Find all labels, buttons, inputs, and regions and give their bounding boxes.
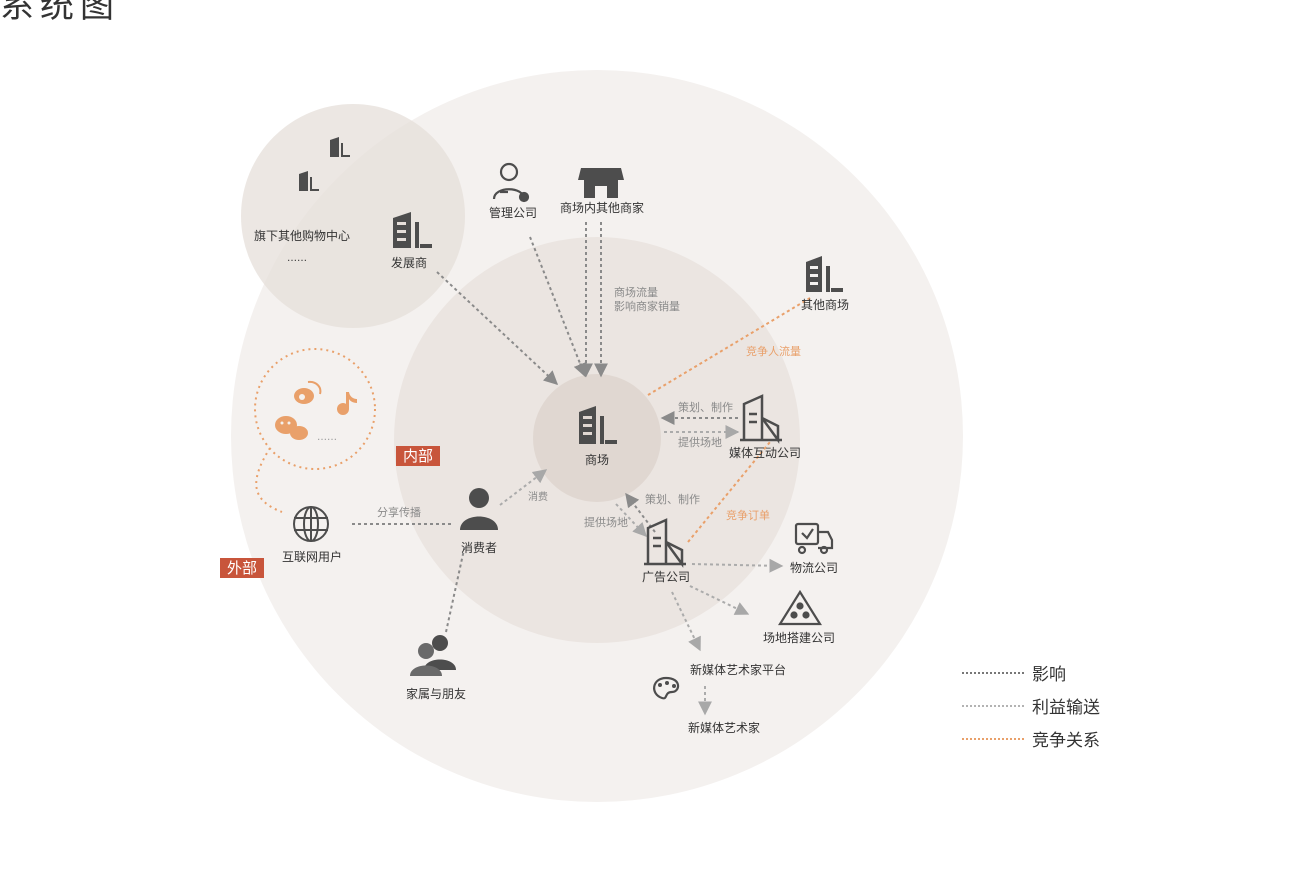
outer-tag: 外部 bbox=[220, 558, 265, 578]
media-label: 媒体互动公司 bbox=[729, 446, 801, 460]
edge-label-compete-traffic: 竞争人流量 bbox=[746, 344, 801, 358]
family-icon bbox=[410, 635, 456, 676]
edge-label-provide-venue-2: 提供场地 bbox=[584, 515, 628, 529]
legend-label: 竞争关系 bbox=[1032, 731, 1100, 751]
tiktok-icon bbox=[337, 392, 357, 415]
ad-building-icon bbox=[644, 518, 686, 568]
legend-item-competition: 竞争关系 bbox=[962, 722, 1100, 755]
manager-icon bbox=[492, 162, 530, 203]
globe-icon bbox=[293, 506, 329, 542]
venue-icon bbox=[778, 589, 822, 626]
inner-tag: 内部 bbox=[396, 446, 441, 466]
wechat-icon bbox=[275, 416, 308, 440]
social-more: …… bbox=[317, 432, 337, 443]
edge-label-compete-orders: 竞争订单 bbox=[726, 508, 770, 522]
legend-item-influence: 影响 bbox=[962, 656, 1100, 689]
developer-label: 发展商 bbox=[391, 255, 427, 270]
edge-label-provide-venue-1: 提供场地 bbox=[678, 435, 722, 449]
platform-label: 新媒体艺术家平台 bbox=[690, 662, 786, 677]
consumer-label: 消费者 bbox=[461, 541, 497, 555]
family-label: 家属与朋友 bbox=[406, 686, 466, 701]
edge-label-share: 分享传播 bbox=[377, 505, 421, 519]
edge-label-mall-traffic-2: 影响商家销量 bbox=[614, 299, 680, 313]
consumer-icon bbox=[460, 488, 498, 530]
small-building-icon bbox=[330, 137, 350, 157]
small-building-icon bbox=[299, 171, 319, 191]
management-label: 管理公司 bbox=[489, 205, 537, 220]
edge-consumer-mall bbox=[499, 469, 548, 506]
merchants-label: 商场内其他商家 bbox=[560, 200, 644, 215]
edge-ad-mall bbox=[625, 492, 656, 533]
ad-label: 广告公司 bbox=[642, 570, 690, 584]
core-circle bbox=[533, 374, 661, 502]
legend: 影响 利益输送 竞争关系 bbox=[962, 656, 1100, 755]
edge-label-mall-traffic-1: 商场流量 bbox=[614, 285, 658, 299]
developer-circle bbox=[241, 104, 465, 328]
palette-icon bbox=[653, 676, 680, 700]
weibo-icon bbox=[294, 380, 322, 404]
legend-item-benefit: 利益输送 bbox=[962, 689, 1100, 722]
other-malls-group-label: 旗下其他购物中心 bbox=[254, 228, 350, 243]
artist-label: 新媒体艺术家 bbox=[688, 720, 760, 735]
edge-family-consumer bbox=[445, 544, 466, 633]
edge-mall-ad bbox=[615, 503, 647, 538]
legend-label: 利益输送 bbox=[1032, 698, 1100, 718]
legend-swatch bbox=[962, 671, 1024, 674]
edge-label-plan-make-1: 策划、制作 bbox=[678, 400, 733, 414]
social-bubble bbox=[254, 348, 376, 470]
mall-label: 商场 bbox=[585, 452, 609, 467]
legend-swatch bbox=[962, 704, 1024, 707]
social-connector bbox=[255, 447, 283, 513]
edge-management-mall bbox=[529, 236, 587, 378]
page-title: 系统图 bbox=[0, 0, 120, 26]
edge-ad-venue bbox=[689, 585, 750, 615]
legend-label: 影响 bbox=[1032, 665, 1066, 685]
other-mall-building-icon bbox=[806, 256, 843, 292]
other-mall-label: 其他商场 bbox=[801, 297, 849, 312]
edge-label-plan-make-2: 策划、制作 bbox=[645, 492, 700, 506]
internet-label: 互联网用户 bbox=[282, 549, 342, 564]
media-building-icon bbox=[740, 394, 782, 444]
developer-building-icon bbox=[393, 212, 432, 248]
venue-label: 场地搭建公司 bbox=[763, 631, 835, 645]
mall-icon bbox=[579, 406, 617, 444]
logistics-label: 物流公司 bbox=[790, 561, 838, 575]
edge-ad-platform bbox=[671, 591, 701, 652]
other-malls-more: …… bbox=[287, 253, 307, 264]
legend-swatch bbox=[962, 737, 1024, 740]
edge-compete-traffic bbox=[647, 297, 811, 396]
truck-icon bbox=[794, 522, 834, 555]
edge-label-consume: 消费 bbox=[528, 490, 548, 503]
shop-icon bbox=[578, 168, 624, 198]
